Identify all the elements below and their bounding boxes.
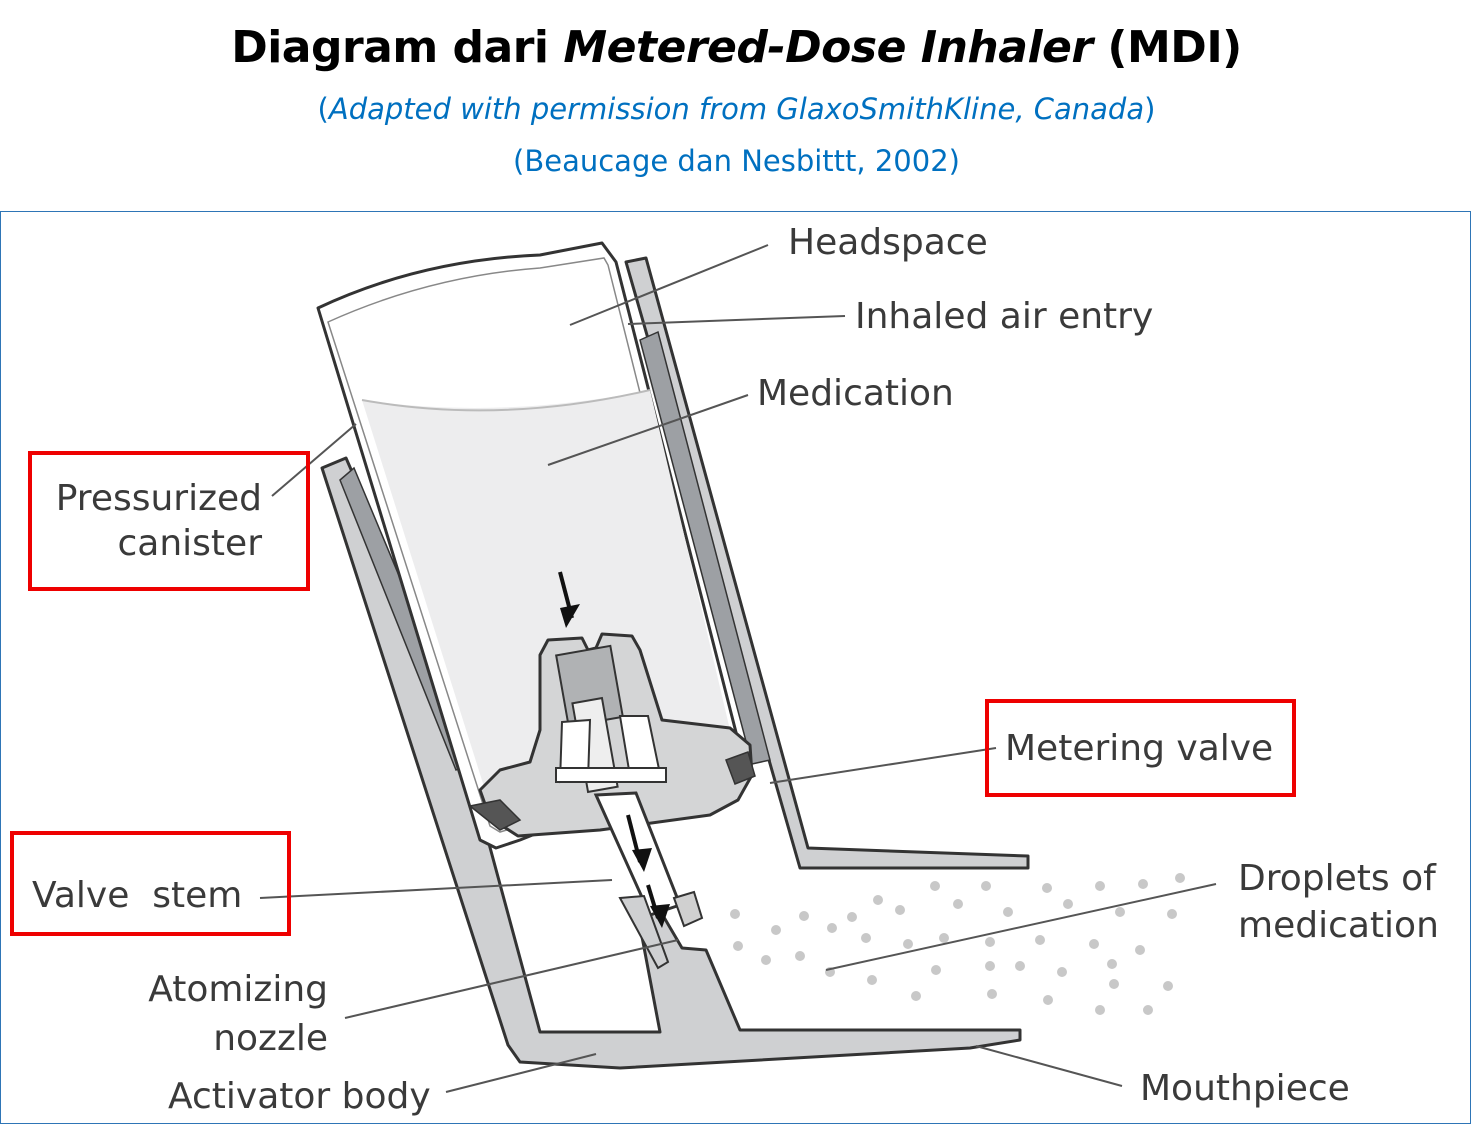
label-inhaled-air-entry: Inhaled air entry [855, 296, 1153, 337]
label-atomizing-line2: nozzle [213, 1018, 328, 1059]
label-atomizing-line1: Atomizing [148, 969, 328, 1010]
title-prefix: Diagram dari [231, 22, 564, 73]
label-headspace: Headspace [788, 222, 988, 263]
label-droplets-line2: medication [1238, 905, 1439, 946]
highlight-box-metering-valve [985, 699, 1296, 797]
highlight-box-pressurized-canister [28, 451, 310, 591]
droplets-spray [730, 873, 1185, 1015]
subtitle-italic: Adapted with permission from GlaxoSmithK… [328, 92, 1145, 126]
highlight-box-valve-stem [10, 831, 291, 936]
label-medication: Medication [757, 373, 954, 414]
flow-arrows [558, 571, 670, 928]
label-pressurized-line2: canister [118, 523, 263, 564]
title-suffix: (MDI) [1092, 22, 1242, 73]
subtitle-open: ( [317, 92, 329, 126]
title-italic: Metered-Dose Inhaler [563, 22, 1093, 73]
arrow-down-icon [632, 848, 652, 872]
citation: (Beaucage dan Nesbittt, 2002) [513, 144, 960, 178]
arrow-down-icon [650, 904, 670, 928]
subtitle-close: ) [1144, 92, 1156, 126]
arrow-down-icon [560, 604, 580, 628]
label-metering-valve: Metering valve [1005, 728, 1273, 769]
metering-valve-shape [468, 632, 756, 838]
label-pressurized-line1: Pressurized [56, 478, 262, 519]
page-title: Diagram dari Metered-Dose Inhaler (MDI) [0, 22, 1473, 73]
leader-lines [259, 244, 1217, 1093]
label-activator-body: Activator body [168, 1076, 431, 1117]
diagram-frame [0, 211, 1471, 1124]
label-droplets-line1: Droplets of [1238, 858, 1437, 899]
subtitle: (Adapted with permission from GlaxoSmith… [0, 92, 1473, 126]
label-valve-stem: Valve stem [32, 875, 242, 916]
label-mouthpiece: Mouthpiece [1140, 1068, 1350, 1109]
